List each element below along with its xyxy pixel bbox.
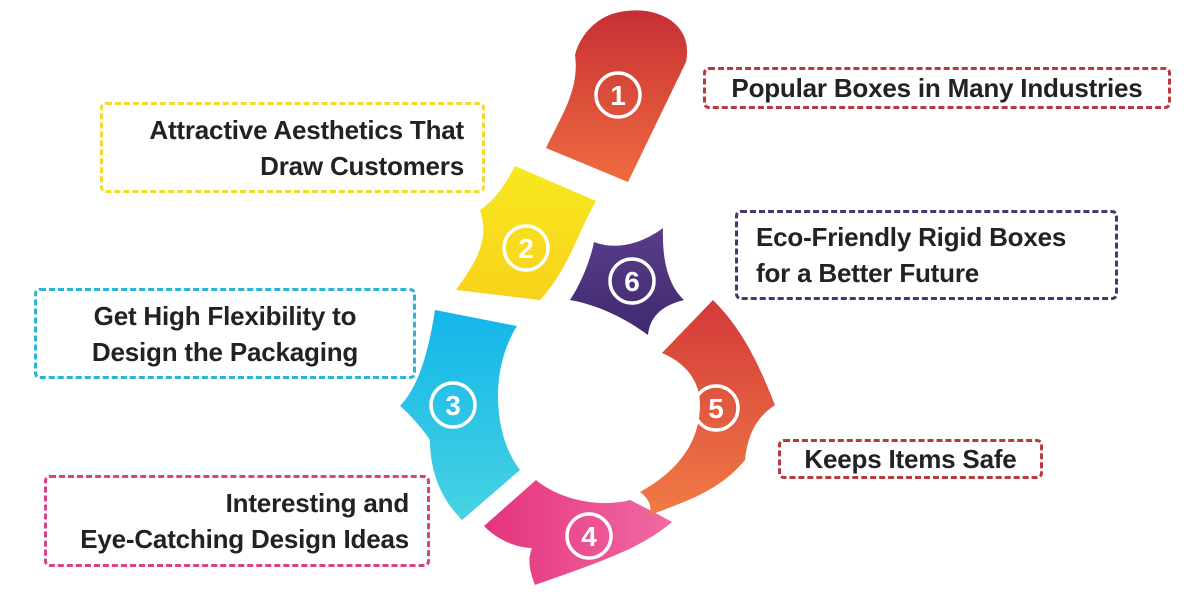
segment-5 xyxy=(640,300,775,515)
badge-4: 4 xyxy=(565,512,613,560)
label-4-line-1: Interesting and xyxy=(225,488,410,518)
label-3-line-1: Get High Flexibility to xyxy=(93,300,357,331)
label-6-line-2: for a Better Future xyxy=(756,258,980,288)
segment-6 xyxy=(570,228,684,335)
label-box-2: Attractive Aesthetics That Draw Customer… xyxy=(100,102,485,193)
label-box-4: Interesting and Eye-Catching Design Idea… xyxy=(44,475,430,567)
svg-text:1: 1 xyxy=(610,80,626,111)
label-5-line-1: Keeps Items Safe xyxy=(804,444,1017,474)
label-4-line-2: Eye-Catching Design Ideas xyxy=(80,524,409,554)
segment-1 xyxy=(546,10,688,183)
svg-text:2: 2 xyxy=(518,233,534,264)
segment-3 xyxy=(400,310,520,520)
segment-4 xyxy=(484,480,672,585)
segment-2 xyxy=(456,166,596,300)
badge-5: 5 xyxy=(692,384,740,432)
label-2-line-1: Attractive Aesthetics That xyxy=(149,114,464,145)
label-box-3: Get High Flexibility to Design the Packa… xyxy=(34,288,416,379)
badge-2: 2 xyxy=(502,224,550,272)
badge-3: 3 xyxy=(429,381,477,429)
label-6-line-1: Eco-Friendly Rigid Boxes xyxy=(756,222,1067,252)
label-box-5: Keeps Items Safe xyxy=(778,439,1043,479)
svg-text:5: 5 xyxy=(708,393,724,424)
badge-6: 6 xyxy=(608,257,656,305)
badge-1: 1 xyxy=(594,71,642,119)
svg-text:4: 4 xyxy=(581,521,597,552)
label-1-line-1: Popular Boxes in Many Industries xyxy=(731,73,1143,103)
svg-text:3: 3 xyxy=(445,390,461,421)
label-box-1: Popular Boxes in Many Industries xyxy=(703,67,1171,109)
label-3-line-2: Design the Packaging xyxy=(91,336,359,367)
label-2-line-2: Draw Customers xyxy=(260,150,464,181)
label-box-6: Eco-Friendly Rigid Boxes for a Better Fu… xyxy=(735,210,1118,300)
svg-text:6: 6 xyxy=(624,266,640,297)
